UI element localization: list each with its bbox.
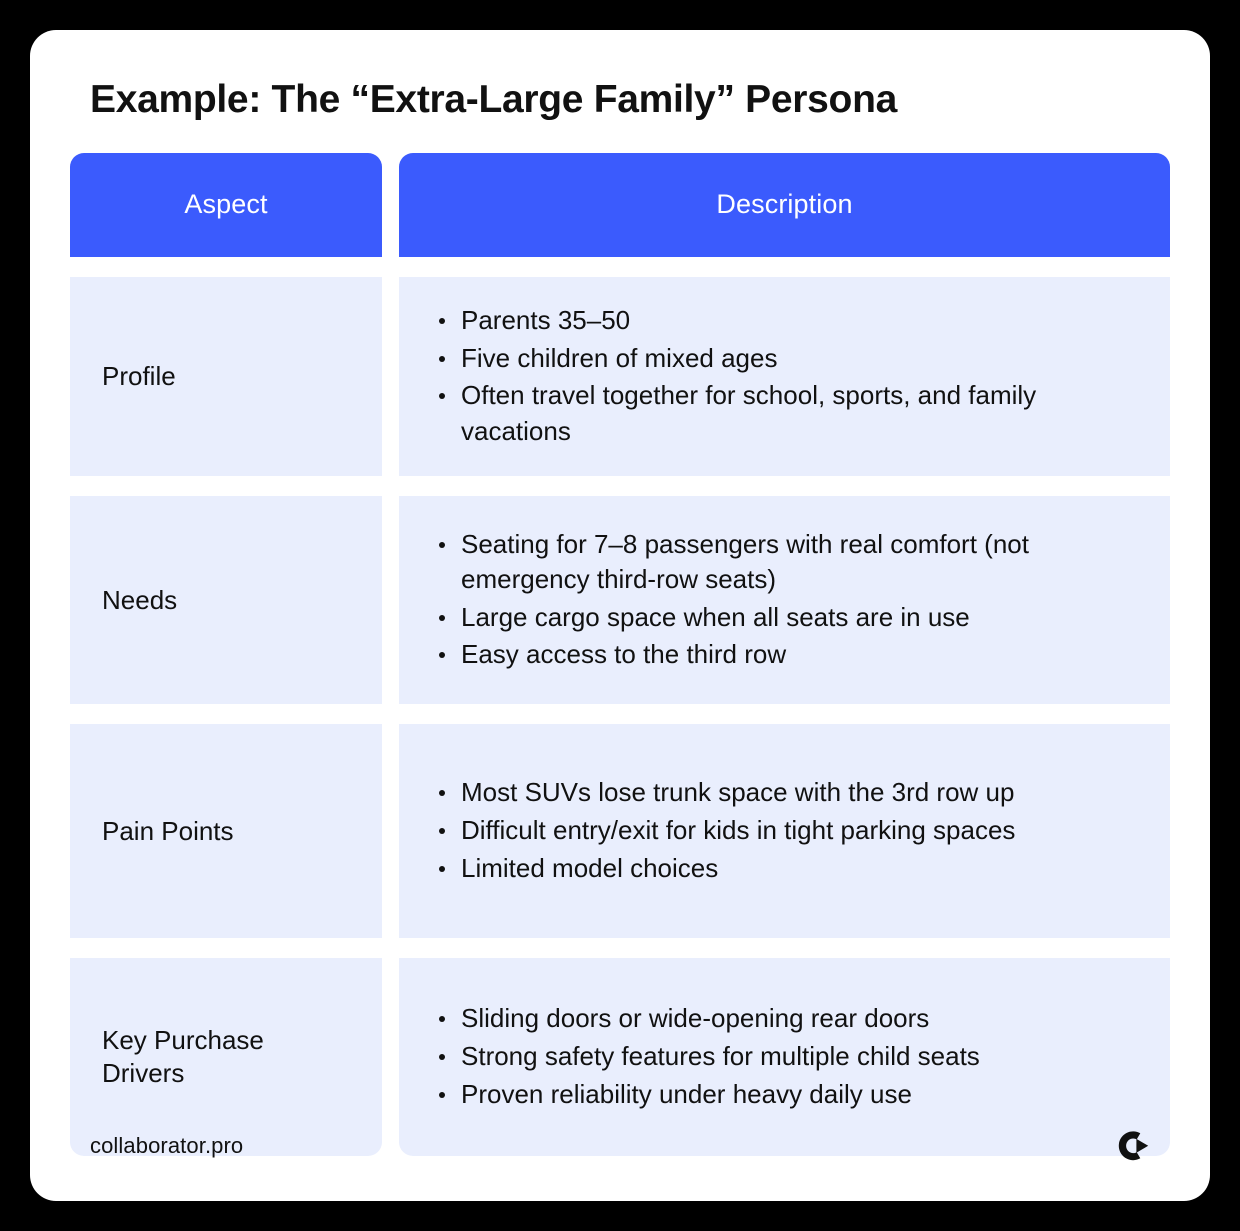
table-row: Needs Seating for 7–8 passengers with re… — [70, 495, 1170, 704]
header-label-aspect: Aspect — [184, 189, 268, 220]
aspect-cell-key-purchase-drivers: Key Purchase Drivers — [70, 957, 382, 1156]
header-cell-description: Description — [399, 152, 1170, 257]
list-item: Difficult entry/exit for kids in tight p… — [433, 813, 1136, 849]
table-row: Pain Points Most SUVs lose trunk space w… — [70, 723, 1170, 938]
list-item: Sliding doors or wide-opening rear doors — [433, 1001, 1136, 1037]
description-cell-pain-points: Most SUVs lose trunk space with the 3rd … — [399, 723, 1170, 938]
bullet-list: Seating for 7–8 passengers with real com… — [433, 527, 1136, 673]
list-item: Large cargo space when all seats are in … — [433, 600, 1136, 636]
list-item: Parents 35–50 — [433, 303, 1136, 339]
list-item: Strong safety features for multiple chil… — [433, 1039, 1136, 1075]
header-label-description: Description — [716, 189, 853, 220]
card-footer: collaborator.pro — [90, 1123, 1150, 1169]
collaborator-logo-icon — [1116, 1129, 1150, 1163]
aspect-cell-pain-points: Pain Points — [70, 723, 382, 938]
aspect-label: Key Purchase Drivers — [102, 1025, 264, 1088]
persona-card: Example: The “Extra-Large Family” Person… — [30, 30, 1210, 1201]
header-cell-aspect: Aspect — [70, 152, 382, 257]
description-cell-profile: Parents 35–50 Five children of mixed age… — [399, 276, 1170, 476]
description-cell-key-purchase-drivers: Sliding doors or wide-opening rear doors… — [399, 957, 1170, 1156]
aspect-label: Needs — [102, 584, 178, 615]
table-row: Key Purchase Drivers Sliding doors or wi… — [70, 957, 1170, 1156]
footer-site-label: collaborator.pro — [90, 1133, 244, 1158]
aspect-label: Profile — [102, 361, 176, 392]
list-item: Five children of mixed ages — [433, 341, 1136, 377]
description-cell-needs: Seating for 7–8 passengers with real com… — [399, 495, 1170, 704]
list-item: Often travel together for school, sports… — [433, 378, 1136, 449]
list-item: Most SUVs lose trunk space with the 3rd … — [433, 775, 1136, 811]
bullet-list: Most SUVs lose trunk space with the 3rd … — [433, 775, 1136, 886]
bullet-list: Parents 35–50 Five children of mixed age… — [433, 303, 1136, 449]
list-item: Seating for 7–8 passengers with real com… — [433, 527, 1136, 598]
aspect-label: Pain Points — [102, 815, 234, 846]
page-title: Example: The “Extra-Large Family” Person… — [90, 78, 897, 121]
list-item: Proven reliability under heavy daily use — [433, 1077, 1136, 1113]
aspect-cell-profile: Profile — [70, 276, 382, 476]
table-row: Profile Parents 35–50 Five children of m… — [70, 276, 1170, 476]
aspect-cell-needs: Needs — [70, 495, 382, 704]
bullet-list: Sliding doors or wide-opening rear doors… — [433, 1001, 1136, 1112]
table-header-row: Aspect Description — [70, 152, 1170, 257]
list-item: Easy access to the third row — [433, 637, 1136, 673]
persona-table: Aspect Description Profile Parents 35–50… — [70, 152, 1170, 1156]
list-item: Limited model choices — [433, 851, 1136, 887]
